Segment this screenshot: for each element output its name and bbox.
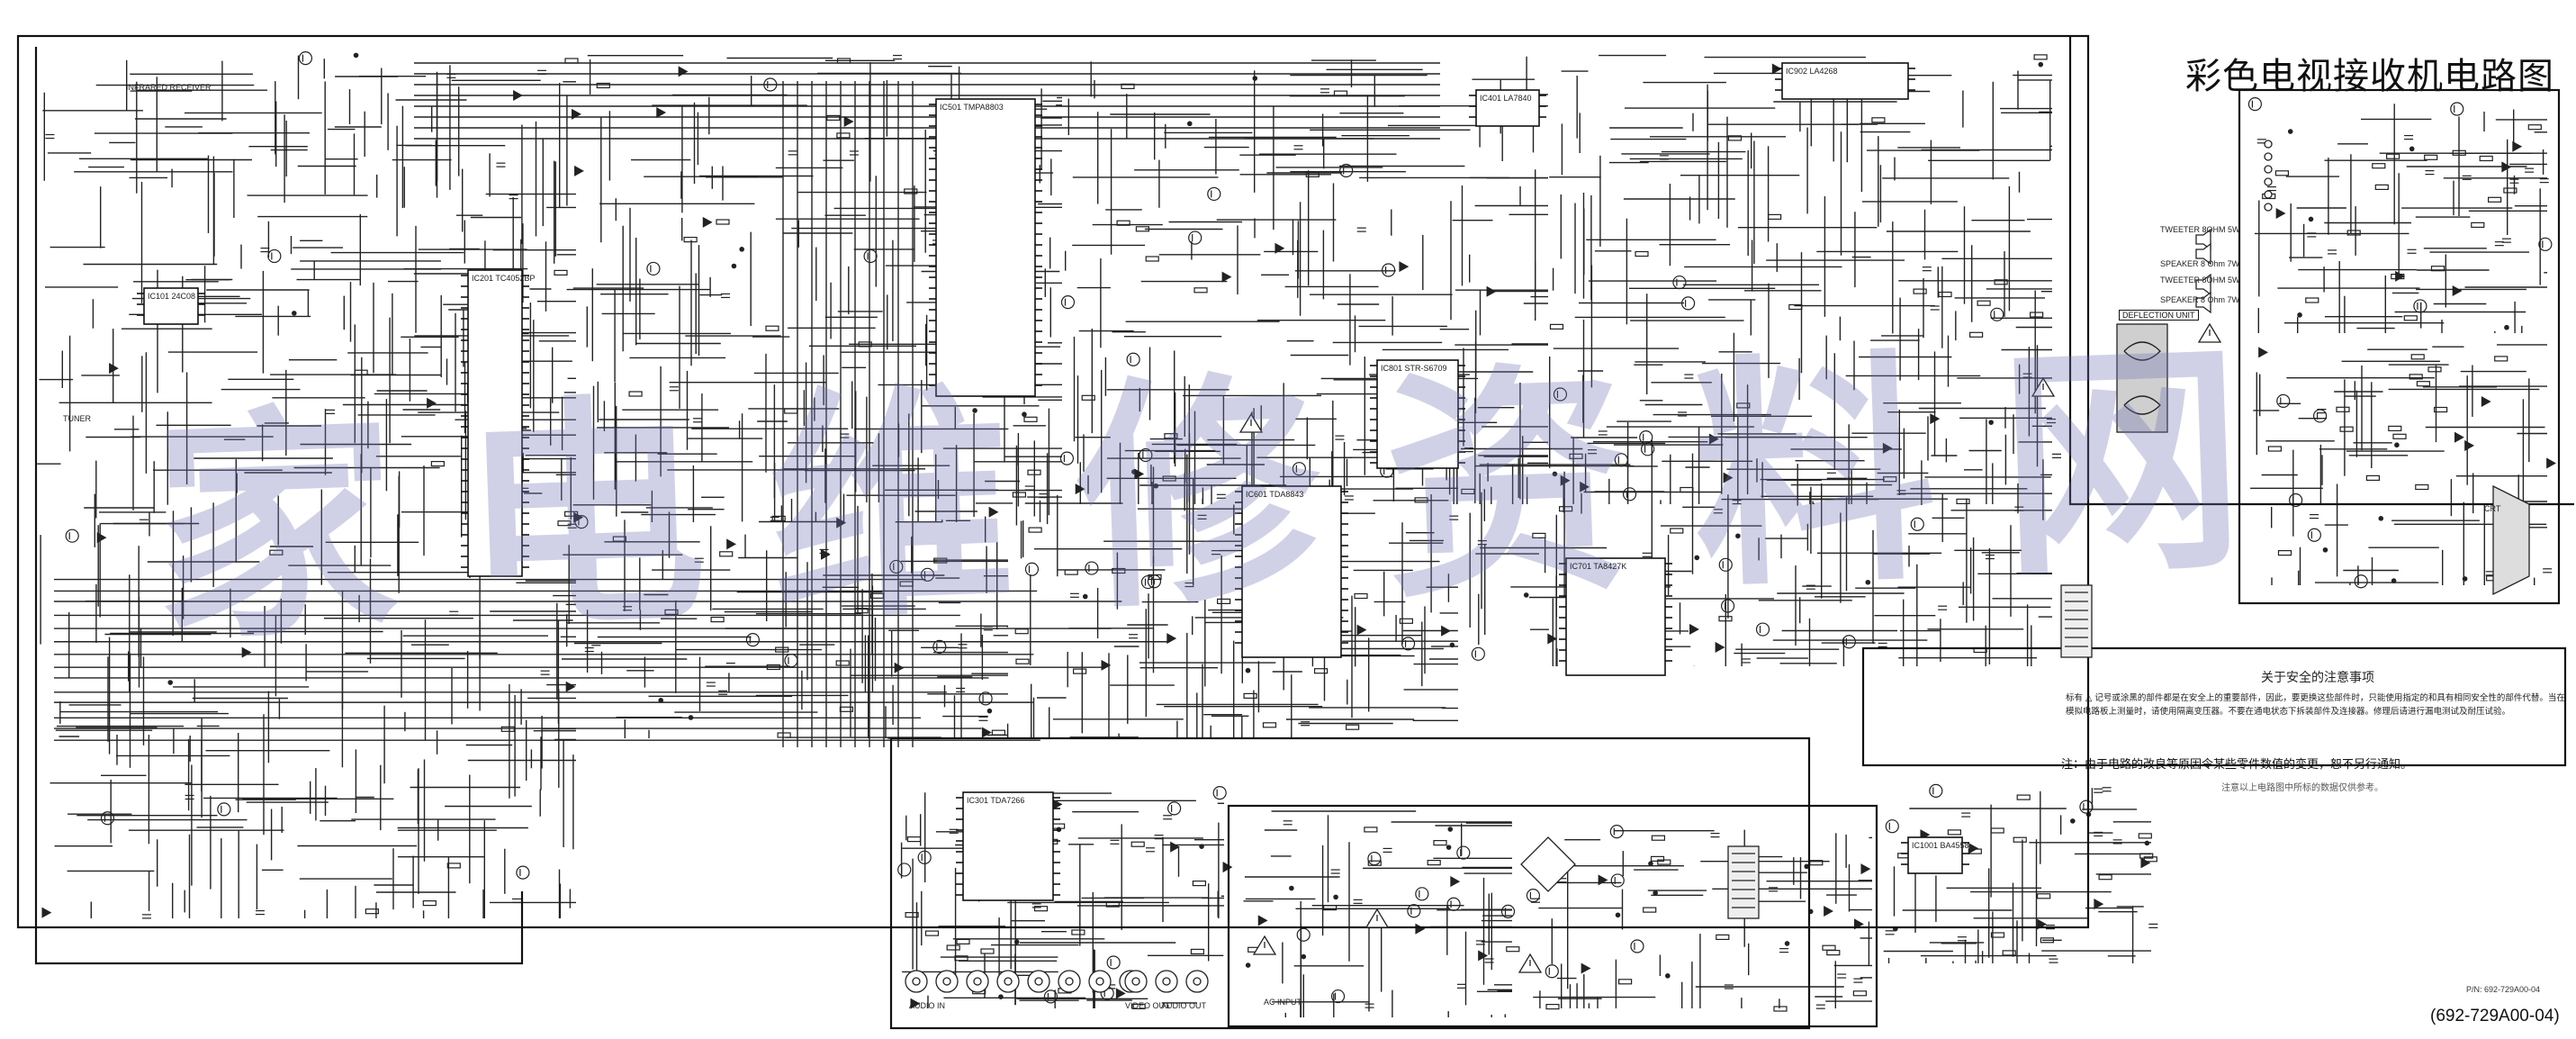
- chip-blocks: [137, 62, 1969, 901]
- chip-label-ic501: IC501 TMPA8803: [940, 103, 1004, 112]
- deflection-unit-label: DEFLECTION UNIT: [2119, 310, 2199, 321]
- part-number: P/N: 692-729A00-04: [2466, 985, 2541, 994]
- chip-label-ic601: IC601 TDA8843: [1246, 490, 1304, 499]
- data-reference-note: 注意以上电路图中所标的数据仅供参考。: [2221, 783, 2383, 793]
- change-notice: 注：由于电路的改良等原因令某些零件数值的变更，恕不另行通知。: [2061, 758, 2413, 772]
- site-watermark: 家电维修资料网: [149, 315, 2313, 674]
- tweeter-right-label: TWEETER 8OHM 5W: [2160, 276, 2240, 285]
- audio-out-label: AUDIO OUT: [1161, 1001, 1207, 1010]
- schematic-title: 彩色电视接收机电路图: [2185, 56, 2554, 97]
- chip-label-ic301: IC301 TDA7266: [967, 796, 1025, 805]
- chip-label-ic701: IC701 TA8427K: [1570, 562, 1627, 571]
- ir-receiver-label: INFRARED RECEIVER: [126, 83, 212, 92]
- model-number: (692-729A00-04): [2430, 1007, 2560, 1025]
- crt-label: CRT: [2484, 504, 2501, 513]
- chip-label-ic401: IC401 LA7840: [1480, 94, 1532, 103]
- chip-label-ic101: IC101 24C08: [148, 292, 196, 301]
- chip-label-ic801: IC801 STR-S6709: [1381, 364, 1447, 373]
- connectors: [905, 140, 2530, 993]
- safety-text: 标有 △ 记号或涂黑的部件都是在安全上的重要部件，因此，要更换这些部件时，只能使…: [2066, 693, 2565, 717]
- tweeter-left-label: TWEETER 8OHM 5W: [2160, 225, 2240, 234]
- speaker-right-label: SPEAKER 8 Ohm 7W: [2160, 295, 2240, 304]
- safety-notice: 关于安全的注意事项 标有 △ 记号或涂黑的部件都是在安全上的重要部件，因此，要更…: [2066, 668, 2570, 718]
- ac-input-label: AC INPUT: [1264, 998, 1302, 1007]
- outline-frames: [16, 34, 2574, 1030]
- tuner-label: TUNER: [63, 414, 91, 423]
- chip-label-ic201: IC201 TC4052BP: [472, 274, 536, 283]
- chip-label-ic1001: IC1001 BA4558: [1912, 841, 1969, 850]
- speaker-left-label: SPEAKER 8 Ohm 7W: [2160, 259, 2240, 268]
- safety-heading: 关于安全的注意事项: [2261, 671, 2374, 685]
- video-out-label: VIDEO OUT: [1125, 1001, 1170, 1010]
- audio-in-label: AUDIO IN: [909, 1001, 946, 1010]
- chip-label-ic902: IC902 LA4268: [1786, 67, 1838, 76]
